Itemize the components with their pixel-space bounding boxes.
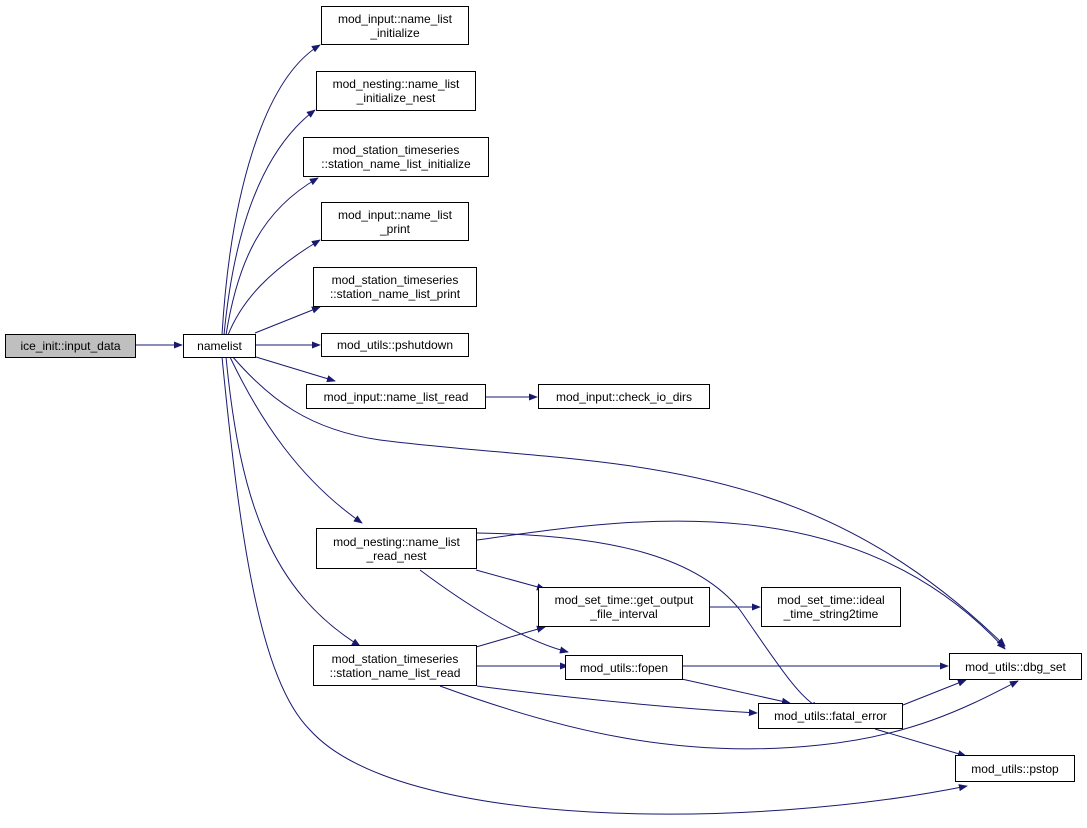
- edge-namelist-to-name-list-read: [255, 356, 336, 383]
- node-ice-init-input-data: ice_init::input_data: [5, 334, 136, 358]
- node-mod-utils-fatal-error[interactable]: mod_utils::fatal_error: [758, 703, 903, 729]
- node-mod-set-time-ideal-time-string2time[interactable]: mod_set_time::ideal _time_string2time: [761, 587, 901, 627]
- edge-read-nest-to-fatal-error: [476, 532, 821, 709]
- node-namelist[interactable]: namelist: [183, 334, 256, 358]
- edge-namelist-to-station-name-list-initialize: [225, 177, 319, 336]
- edge-station-read-to-get-output-file-interval: [475, 625, 546, 648]
- node-mod-nesting-name-list-read-nest[interactable]: mod_nesting::name_list _read_nest: [316, 528, 477, 569]
- edge-station-read-to-dbg-set: [439, 680, 1019, 750]
- node-mod-input-check-io-dirs[interactable]: mod_input::check_io_dirs: [538, 384, 710, 409]
- edge-fatal-error-to-pstop: [874, 728, 967, 758]
- node-mod-utils-pshutdown[interactable]: mod_utils::pshutdown: [321, 333, 469, 357]
- edge-read-nest-to-fopen: [419, 569, 569, 654]
- edge-read-nest-to-get-output-file-interval: [475, 569, 546, 591]
- edge-namelist-to-name-list-initialize-nest: [223, 109, 316, 336]
- edge-fopen-to-fatal-error: [676, 677, 791, 705]
- edge-read-nest-to-dbg-set: [476, 520, 1006, 650]
- node-mod-input-name-list-print[interactable]: mod_input::name_list _print: [321, 202, 469, 241]
- node-mod-utils-pstop[interactable]: mod_utils::pstop: [955, 755, 1075, 782]
- node-mod-input-name-list-initialize[interactable]: mod_input::name_list _initialize: [321, 6, 469, 45]
- edge-namelist-to-pstop: [221, 356, 968, 815]
- edge-namelist-to-name-list-print: [227, 239, 321, 336]
- edge-namelist-to-dbg-set: [231, 355, 1006, 647]
- edge-station-read-to-fatal-error: [476, 685, 758, 717]
- edge-fatal-error-to-dbg-set: [902, 679, 967, 706]
- node-mod-station-timeseries-station-name-list-read[interactable]: mod_station_timeseries ::station_name_li…: [313, 645, 477, 686]
- node-mod-station-timeseries-station-name-list-initialize[interactable]: mod_station_timeseries ::station_name_li…: [303, 137, 489, 177]
- node-mod-utils-fopen[interactable]: mod_utils::fopen: [565, 655, 683, 680]
- node-mod-nesting-name-list-initialize-nest[interactable]: mod_nesting::name_list _initialize_nest: [316, 71, 476, 111]
- edge-namelist-to-station-name-list-print: [254, 306, 321, 334]
- node-mod-station-timeseries-station-name-list-print[interactable]: mod_station_timeseries ::station_name_li…: [313, 267, 477, 307]
- node-mod-input-name-list-read[interactable]: mod_input::name_list_read: [306, 384, 486, 409]
- node-mod-set-time-get-output-file-interval[interactable]: mod_set_time::get_output _file_interval: [538, 587, 710, 627]
- edge-namelist-to-name-list-read-nest: [229, 356, 363, 524]
- edge-namelist-to-station-name-list-read: [225, 356, 361, 647]
- edge-namelist-to-name-list-initialize: [221, 44, 321, 336]
- node-mod-utils-dbg-set[interactable]: mod_utils::dbg_set: [949, 653, 1082, 680]
